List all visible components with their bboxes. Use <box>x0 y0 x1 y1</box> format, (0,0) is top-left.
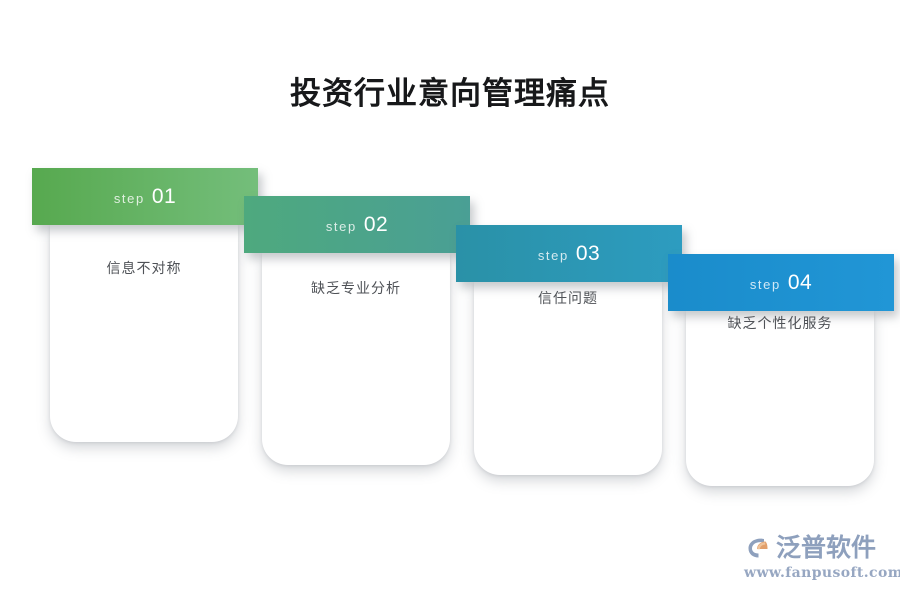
step-label-03: 信任问题 <box>538 291 598 307</box>
step-number-01: 01 <box>151 185 177 208</box>
step-card-03 <box>474 282 662 475</box>
step-banner-02[interactable]: step 02 <box>244 196 470 253</box>
step-word-02: step <box>325 219 357 234</box>
step-label-01: 信息不对称 <box>106 261 182 277</box>
step-banner-04[interactable]: step 04 <box>668 254 894 311</box>
step-card-04 <box>686 311 874 486</box>
step-word-04: step <box>749 277 781 292</box>
step-card-01 <box>50 224 238 442</box>
brand-url: www.fanpusoft.com <box>744 565 900 581</box>
step-banner-inner-04: step 04 <box>668 254 894 311</box>
step-word-03: step <box>537 248 569 263</box>
step-word-01: step <box>113 191 145 206</box>
page-title: 投资行业意向管理痛点 <box>290 76 610 112</box>
step-label-02: 缺乏专业分析 <box>311 281 401 297</box>
fanpu-logo-icon <box>742 532 772 562</box>
step-banner-inner-01: step 01 <box>32 168 258 225</box>
step-label-04: 缺乏个性化服务 <box>727 316 833 332</box>
brand-name: 泛普软件 <box>776 532 877 562</box>
step-banner-inner-03: step 03 <box>456 225 682 282</box>
step-card-02 <box>262 253 450 465</box>
step-number-03: 03 <box>575 242 601 265</box>
step-number-04: 04 <box>787 271 813 294</box>
step-diagram: step 01 信息不对称 step 02 缺乏专业分析 step <box>32 168 894 486</box>
brand-row: 泛普软件 <box>742 532 876 562</box>
step-banner-inner-02: step 02 <box>244 196 470 253</box>
step-number-02: 02 <box>363 213 389 236</box>
step-banner-01[interactable]: step 01 <box>32 168 258 225</box>
step-banner-03[interactable]: step 03 <box>456 225 682 282</box>
brand-watermark: 泛普软件 www.fanpusoft.com <box>742 532 900 588</box>
